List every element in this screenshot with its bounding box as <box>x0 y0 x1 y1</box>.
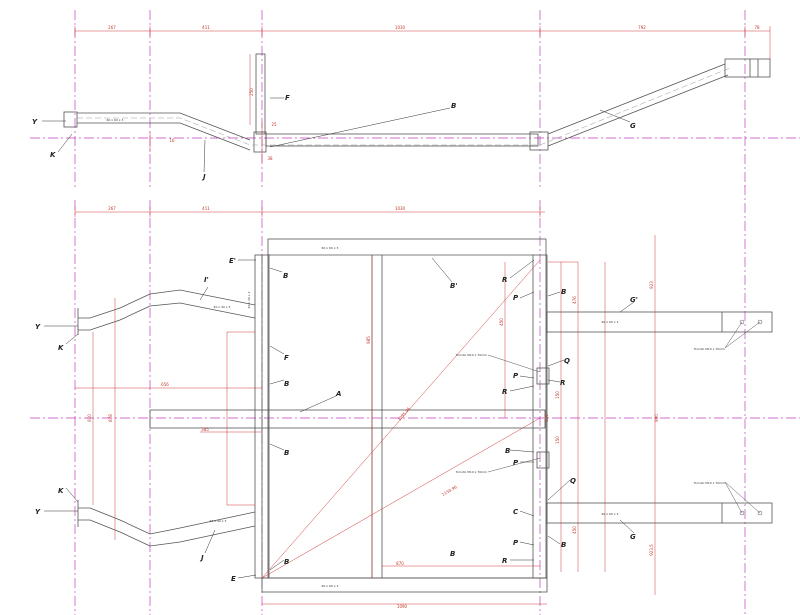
hole-note-right-bottom: Tornillo M10 x 70mm <box>693 481 725 485</box>
part-label-g-plan: G <box>630 533 636 541</box>
part-label-y-plan-top: Y <box>35 323 41 331</box>
dim-right-150a: 150 <box>555 391 560 399</box>
part-label-p-4: P <box>513 539 519 547</box>
profile-note-plan-j: 40 x 40 x 3 <box>210 519 227 523</box>
profile-note-plan-g-prime: 60 x 60 x 3 <box>602 320 619 324</box>
part-label-q-2: Q <box>570 477 576 485</box>
part-label-f-plan: F <box>284 354 289 362</box>
dim-plan-870: 870 <box>396 561 404 566</box>
part-label-g-side: G <box>630 122 636 130</box>
side-view <box>63 53 771 153</box>
part-label-y-plan-bottom: Y <box>35 508 41 516</box>
dim-side-250: 250 <box>249 88 254 96</box>
part-label-b-plan-8: B <box>561 541 566 549</box>
part-label-j-plan: J <box>199 554 204 562</box>
part-label-j-side: J <box>201 173 206 181</box>
part-label-k-plan-top: K <box>58 344 64 352</box>
dim-right-450a: 450 <box>499 318 504 326</box>
part-label-a: A <box>335 390 341 398</box>
part-label-b-plan-3: B <box>284 449 289 457</box>
part-label-r-3: R <box>502 557 507 565</box>
dim-plan-656: 656 <box>161 382 169 387</box>
part-label-r-2: R <box>502 388 507 396</box>
part-label-b-plan-6: B <box>505 447 510 455</box>
dim-plan-267: 267 <box>108 206 116 211</box>
dim-side-16: 16 <box>169 138 175 143</box>
part-label-b-plan-5: B <box>450 550 455 558</box>
side-view-dimension-lines <box>74 26 771 162</box>
profile-note-side-k: 60 x 60 x 3 <box>107 118 124 122</box>
hole-markers <box>487 319 763 516</box>
dim-right-900: 900 <box>654 414 659 422</box>
plan-view-diagonals <box>74 207 656 605</box>
profile-note-plan-top: 60 x 60 x 3 <box>322 246 339 250</box>
part-label-b-plan-7: B <box>561 288 566 296</box>
hole-note-left-top: Tornillo M10 x 70mm <box>455 353 487 357</box>
dim-right-450b: 450 <box>572 526 577 534</box>
dim-plan-878: 878 <box>108 414 113 422</box>
part-label-k-plan-bottom: K <box>58 487 64 495</box>
part-label-q-1: Q <box>564 357 570 365</box>
dim-right-150b: 150 <box>555 436 560 444</box>
dim-plan-diagonal-2: 1150.96 <box>441 484 458 497</box>
dim-side-267: 267 <box>108 25 116 30</box>
profile-note-plan-f: 40 x 40 x 3 <box>247 291 251 308</box>
part-label-c: C <box>513 508 519 516</box>
dim-right-476: 476 <box>572 296 577 304</box>
part-label-b-plan-2: B <box>284 380 289 388</box>
dim-plan-385: 385 <box>201 427 209 432</box>
dim-side-38: 38 <box>267 156 273 161</box>
dim-right-110: 110 <box>544 414 549 422</box>
dim-plan-1090: 1090 <box>397 604 408 609</box>
part-label-b-plan-4: B <box>284 558 289 566</box>
dim-plan-411: 411 <box>202 206 210 211</box>
part-label-p-1: P <box>513 294 519 302</box>
centerlines <box>30 10 800 615</box>
part-label-i-prime: I' <box>204 276 209 284</box>
dim-side-78: 78 <box>754 25 760 30</box>
side-view-label-leaders <box>42 97 631 173</box>
dim-plan-910: 910 <box>87 414 92 422</box>
part-label-e: E <box>231 575 236 583</box>
part-label-b-plan-1: B <box>283 272 288 280</box>
dim-side-792: 792 <box>638 25 646 30</box>
plan-view <box>77 238 773 593</box>
dim-side-1030: 1030 <box>395 25 406 30</box>
dim-right-923b: 923.5 <box>649 544 654 556</box>
part-label-y-side: Y <box>32 118 38 126</box>
part-label-g-prime: G' <box>630 296 638 304</box>
profile-note-plan-bottom: 60 x 60 x 3 <box>322 584 339 588</box>
hole-note-right-top: Tornillo M10 x 70mm <box>693 347 725 351</box>
part-label-r-4: R <box>560 379 565 387</box>
part-label-b-prime: B' <box>450 282 457 290</box>
plan-view-label-leaders <box>44 257 635 579</box>
dim-right-923a: 923 <box>649 281 654 289</box>
dim-plan-diagonal-1: 1095.96 <box>397 406 412 422</box>
hole-note-left-bottom: Tornillo M10 x 70mm <box>455 470 487 474</box>
part-label-p-2: P <box>513 372 519 380</box>
part-label-f-side: F <box>285 94 290 102</box>
dim-plan-985: 985 <box>366 336 371 344</box>
part-label-b-side: B <box>451 102 456 110</box>
side-view-centerline <box>77 67 731 146</box>
dim-plan-1030: 1030 <box>395 206 406 211</box>
profile-note-plan-i: 40 x 40 x 3 <box>214 305 231 309</box>
part-label-k-side: K <box>50 151 56 159</box>
dim-side-411: 411 <box>202 25 210 30</box>
profile-note-plan-g: 60 x 60 x 3 <box>602 512 619 516</box>
part-label-p-3: P <box>513 459 519 467</box>
dim-side-25: 25 <box>271 122 277 127</box>
part-label-e-prime: E' <box>229 257 236 265</box>
part-label-r-1: R <box>502 276 507 284</box>
